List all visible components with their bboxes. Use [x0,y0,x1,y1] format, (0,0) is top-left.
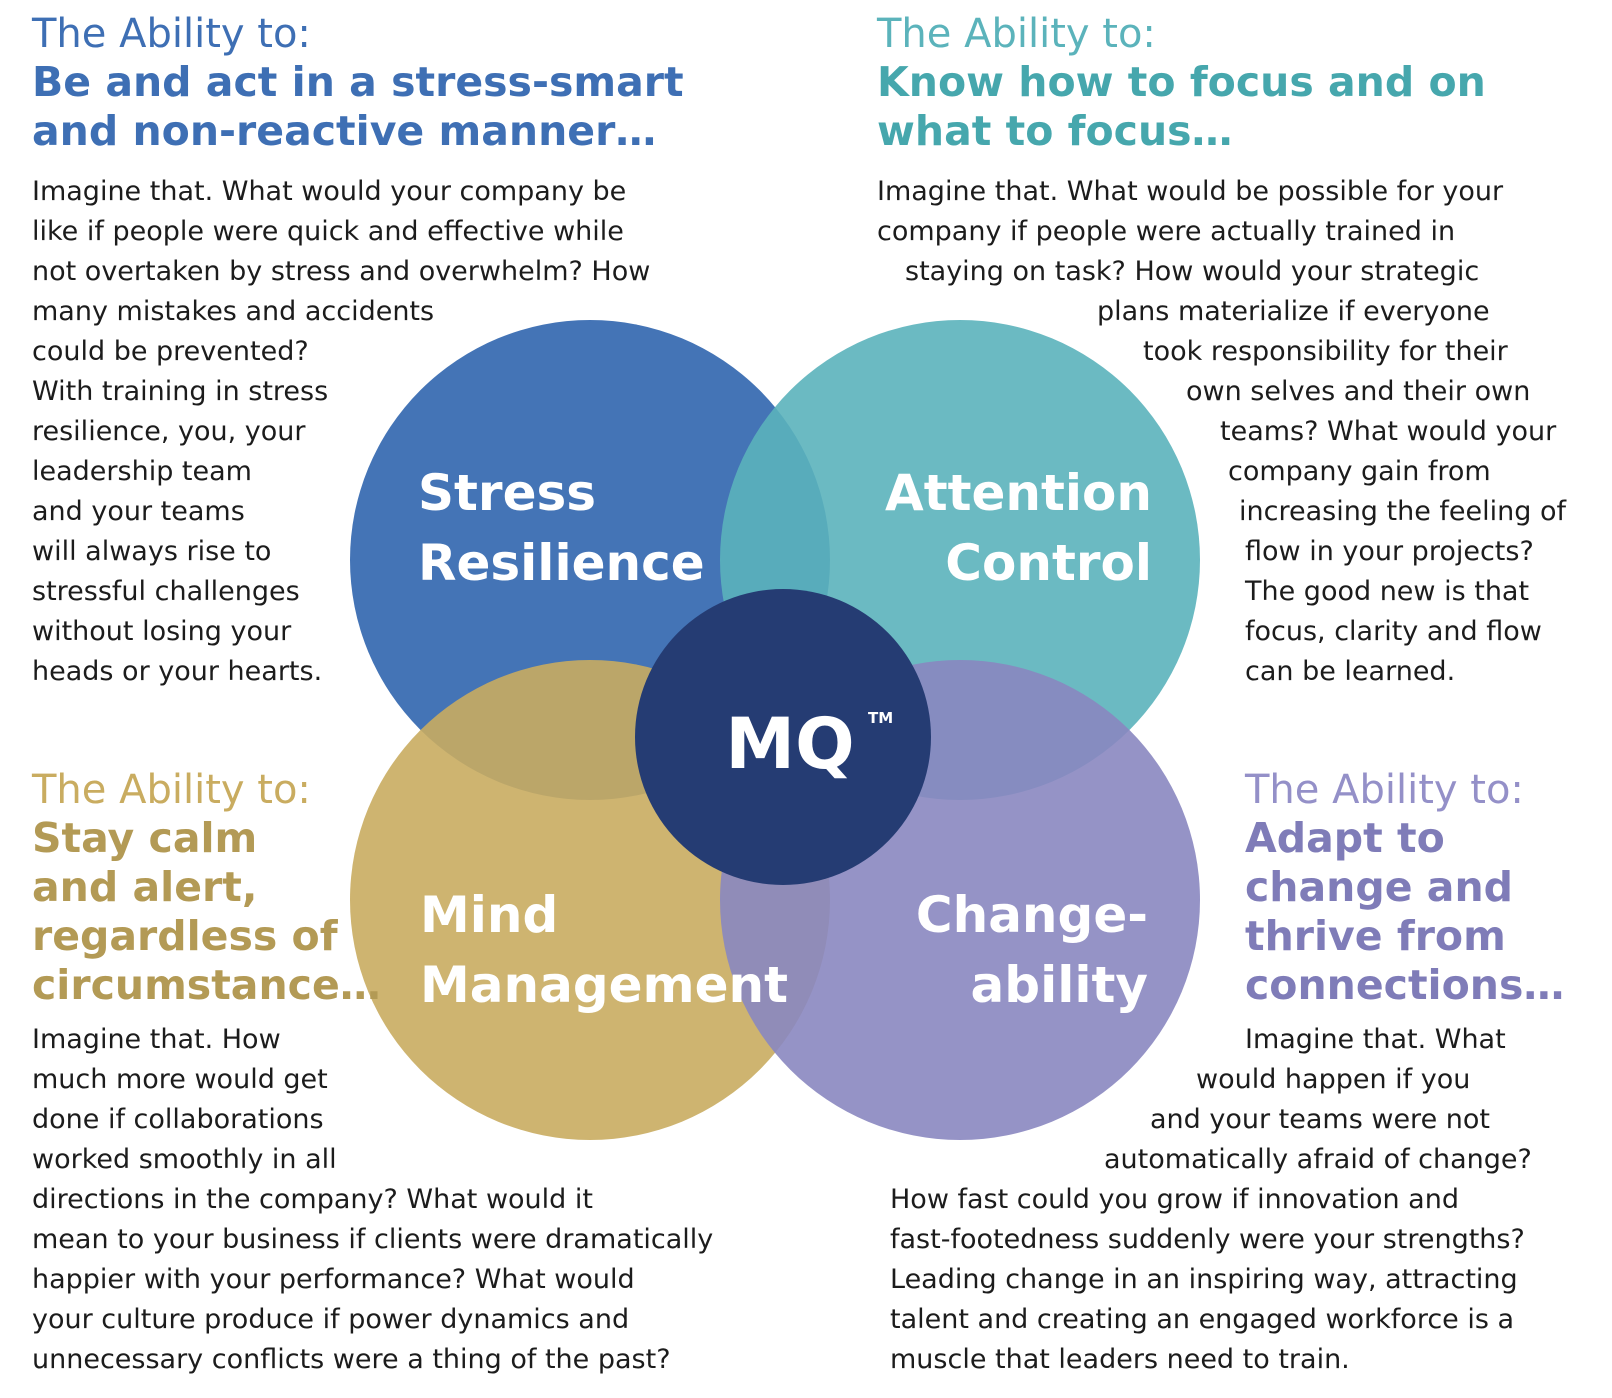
body-line: and your teams [32,496,245,527]
ability-heading-line: thrive from [1245,912,1506,960]
body-line: plans materialize if everyone [1097,296,1490,327]
ability-intro: The Ability to: [1245,767,1524,813]
body-line: company if people were actually trained … [877,216,1456,247]
attention-control-label-line-1: Attention [885,464,1152,522]
body-line: took responsibility for their [1143,336,1508,367]
body-line: staying on task? How would your strategi… [905,256,1480,287]
mq-center-label: MQ [725,703,854,785]
top-left-heading: The Ability to: Be and act in a stress-s… [32,10,684,156]
body-line: With training in stress [32,376,329,407]
body-line: Imagine that. What would be possible for… [877,176,1504,207]
ability-heading-line: and alert, [32,863,258,911]
body-line: like if people were quick and effective … [32,216,624,247]
ability-heading-line: Stay calm [32,814,258,862]
body-line: could be prevented? [32,336,309,367]
body-line: company gain from [1228,456,1491,487]
body-line: done if collaborations [32,1104,324,1135]
top-right-heading: The Ability to: Know how to focus and on… [877,10,1486,156]
body-line: increasing the feeling of [1239,496,1567,527]
body-line: not overtaken by stress and overwhelm? H… [32,256,651,287]
body-line: fast-footedness suddenly were your stren… [890,1224,1525,1255]
body-line: focus, clarity and flow [1245,616,1542,647]
body-line: own selves and their own [1186,376,1531,407]
body-line: many mistakes and accidents [32,296,435,327]
ability-heading-line: and non-reactive manner… [32,107,657,155]
stress-resilience-label-line-2: Resilience [418,534,705,592]
body-line: worked smoothly in all [32,1144,337,1175]
body-line: flow in your projects? [1245,536,1534,567]
body-line: resilience, you, your [32,416,306,447]
ability-heading-line: connections… [1245,961,1565,1009]
trademark-mark: TM [868,709,893,727]
body-line: your culture produce if power dynamics a… [32,1304,630,1335]
bottom-right-heading: The Ability to: Adapt to change and thri… [1245,766,1564,1010]
body-line: muscle that leaders need to train. [890,1344,1350,1375]
body-line: will always rise to [32,536,272,567]
body-line: would happen if you [1196,1064,1471,1095]
bottom-left-heading: The Ability to: Stay calm and alert, reg… [32,766,381,1010]
body-line: unnecessary conflicts were a thing of th… [32,1344,671,1375]
body-line: mean to your business if clients were dr… [32,1224,714,1255]
body-line: happier with your performance? What woul… [32,1264,635,1295]
ability-heading-line: what to focus… [877,107,1233,155]
body-line: directions in the company? What would it [32,1184,593,1215]
body-line: Imagine that. What [1245,1024,1506,1055]
body-line: talent and creating an engaged workforce… [890,1304,1515,1335]
body-line: without losing your [32,616,292,647]
stress-resilience-label-line-1: Stress [418,464,596,522]
ability-heading-line: change and [1245,863,1513,911]
body-line: can be learned. [1245,656,1456,687]
body-line: The good new is that [1245,576,1530,607]
mq-center-circle [635,589,931,885]
body-line: stressful challenges [32,576,300,607]
ability-heading-line: circumstance… [32,961,381,1009]
ability-heading-line: Adapt to [1245,814,1445,862]
body-line: and your teams were not [1150,1104,1490,1135]
body-line: Imagine that. How [32,1024,281,1055]
ability-intro: The Ability to: [877,11,1156,57]
ability-heading-line: Know how to focus and on [877,58,1486,106]
body-line: Leading change in an inspiring way, attr… [890,1264,1518,1295]
ability-intro: The Ability to: [32,11,311,57]
mind-management-label-line-2: Management [420,956,788,1014]
body-line: much more would get [32,1064,328,1095]
body-line: Imagine that. What would your company be [32,176,627,207]
changeability-label-line-2: ability [971,956,1148,1014]
body-line: heads or your hearts. [32,656,323,687]
mind-management-label-line-1: Mind [420,886,558,944]
ability-intro: The Ability to: [32,767,311,813]
ability-heading-line: regardless of [32,912,338,960]
body-line: How fast could you grow if innovation an… [890,1184,1459,1215]
ability-heading-line: Be and act in a stress-smart [32,58,684,106]
body-line: automatically afraid of change? [1104,1144,1532,1175]
body-line: leadership team [32,456,252,487]
body-line: teams? What would your [1220,416,1557,447]
changeability-label-line-1: Change- [916,886,1148,944]
attention-control-label-line-2: Control [945,534,1152,592]
